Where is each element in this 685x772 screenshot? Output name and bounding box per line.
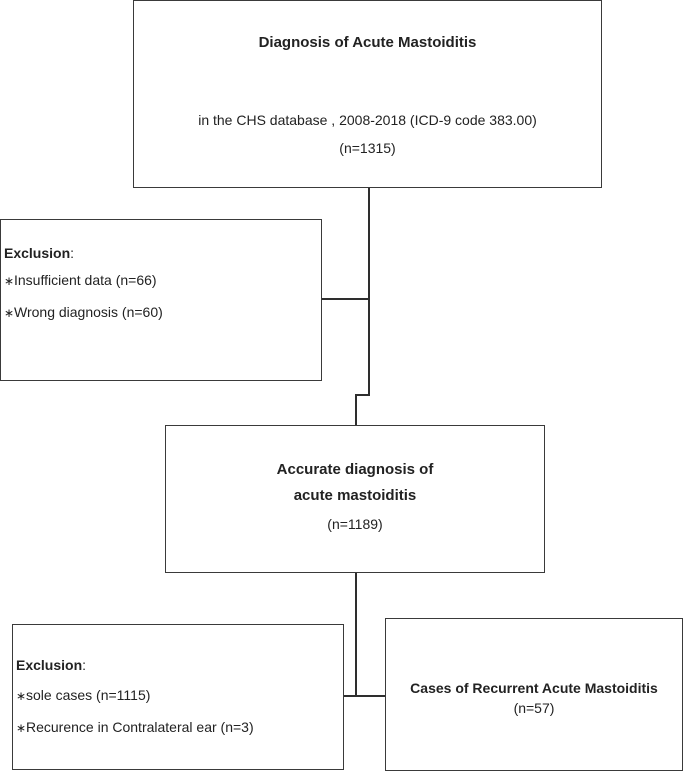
recurrent-cases-box: Cases of Recurrent Acute Mastoiditis (n=… [385,618,683,771]
exclusion-2-item-text: Recurence in Contralateral ear (n=3) [26,719,254,735]
connector-top-vertical [368,188,370,396]
exclusion-1-heading-label: Exclusion [4,245,71,261]
connector-to-middle-vertical [355,394,357,426]
diagnosis-box: Diagnosis of Acute Mastoiditis in the CH… [133,0,602,188]
exclusion-2-item-text: sole cases (n=1115) [26,687,151,703]
accurate-diagnosis-title-line1: Accurate diagnosis of [276,461,434,478]
exclusion-1-item-text: Wrong diagnosis (n=60) [14,304,163,320]
diagnosis-source-text: in the CHS database , 2008-2018 (ICD-9 c… [198,112,537,128]
diagnosis-title: Diagnosis of Acute Mastoiditis [258,34,477,51]
exclusion-1-heading: Exclusion: [4,244,74,262]
exclusion-1-heading-colon: : [70,245,75,261]
connector-middle-down-vertical [355,572,357,697]
exclusion-1-item: ∗Wrong diagnosis (n=60) [4,303,163,322]
asterisk-icon: ∗ [16,689,27,703]
exclusion-2-heading-colon: : [82,657,87,673]
accurate-diagnosis-title-line2: acute mastoiditis [293,487,417,504]
recurrent-cases-title: Cases of Recurrent Acute Mastoiditis [410,680,658,696]
connector-exclusion1-horizontal [321,298,370,300]
exclusion-2-heading: Exclusion: [16,656,86,674]
exclusion-2-item: ∗Recurence in Contralateral ear (n=3) [16,718,254,737]
asterisk-icon: ∗ [16,721,27,735]
exclusion-1-item: ∗Insufficient data (n=66) [4,271,157,290]
exclusion-2-heading-label: Exclusion [16,657,83,673]
exclusion-1-item-text: Insufficient data (n=66) [14,272,157,288]
asterisk-icon: ∗ [4,306,15,320]
recurrent-cases-count: (n=57) [513,700,555,716]
exclusion-box-1: Exclusion: ∗Insufficient data (n=66) ∗Wr… [0,219,322,381]
exclusion-box-2: Exclusion: ∗sole cases (n=1115) ∗Recuren… [12,624,344,770]
asterisk-icon: ∗ [4,274,15,288]
connector-bottom-horizontal [343,695,386,697]
accurate-diagnosis-box: Accurate diagnosis of acute mastoiditis … [165,425,545,573]
exclusion-2-item: ∗sole cases (n=1115) [16,686,150,705]
connector-jog-horizontal [355,394,370,396]
diagnosis-count: (n=1315) [339,140,396,156]
accurate-diagnosis-count: (n=1189) [327,516,383,532]
